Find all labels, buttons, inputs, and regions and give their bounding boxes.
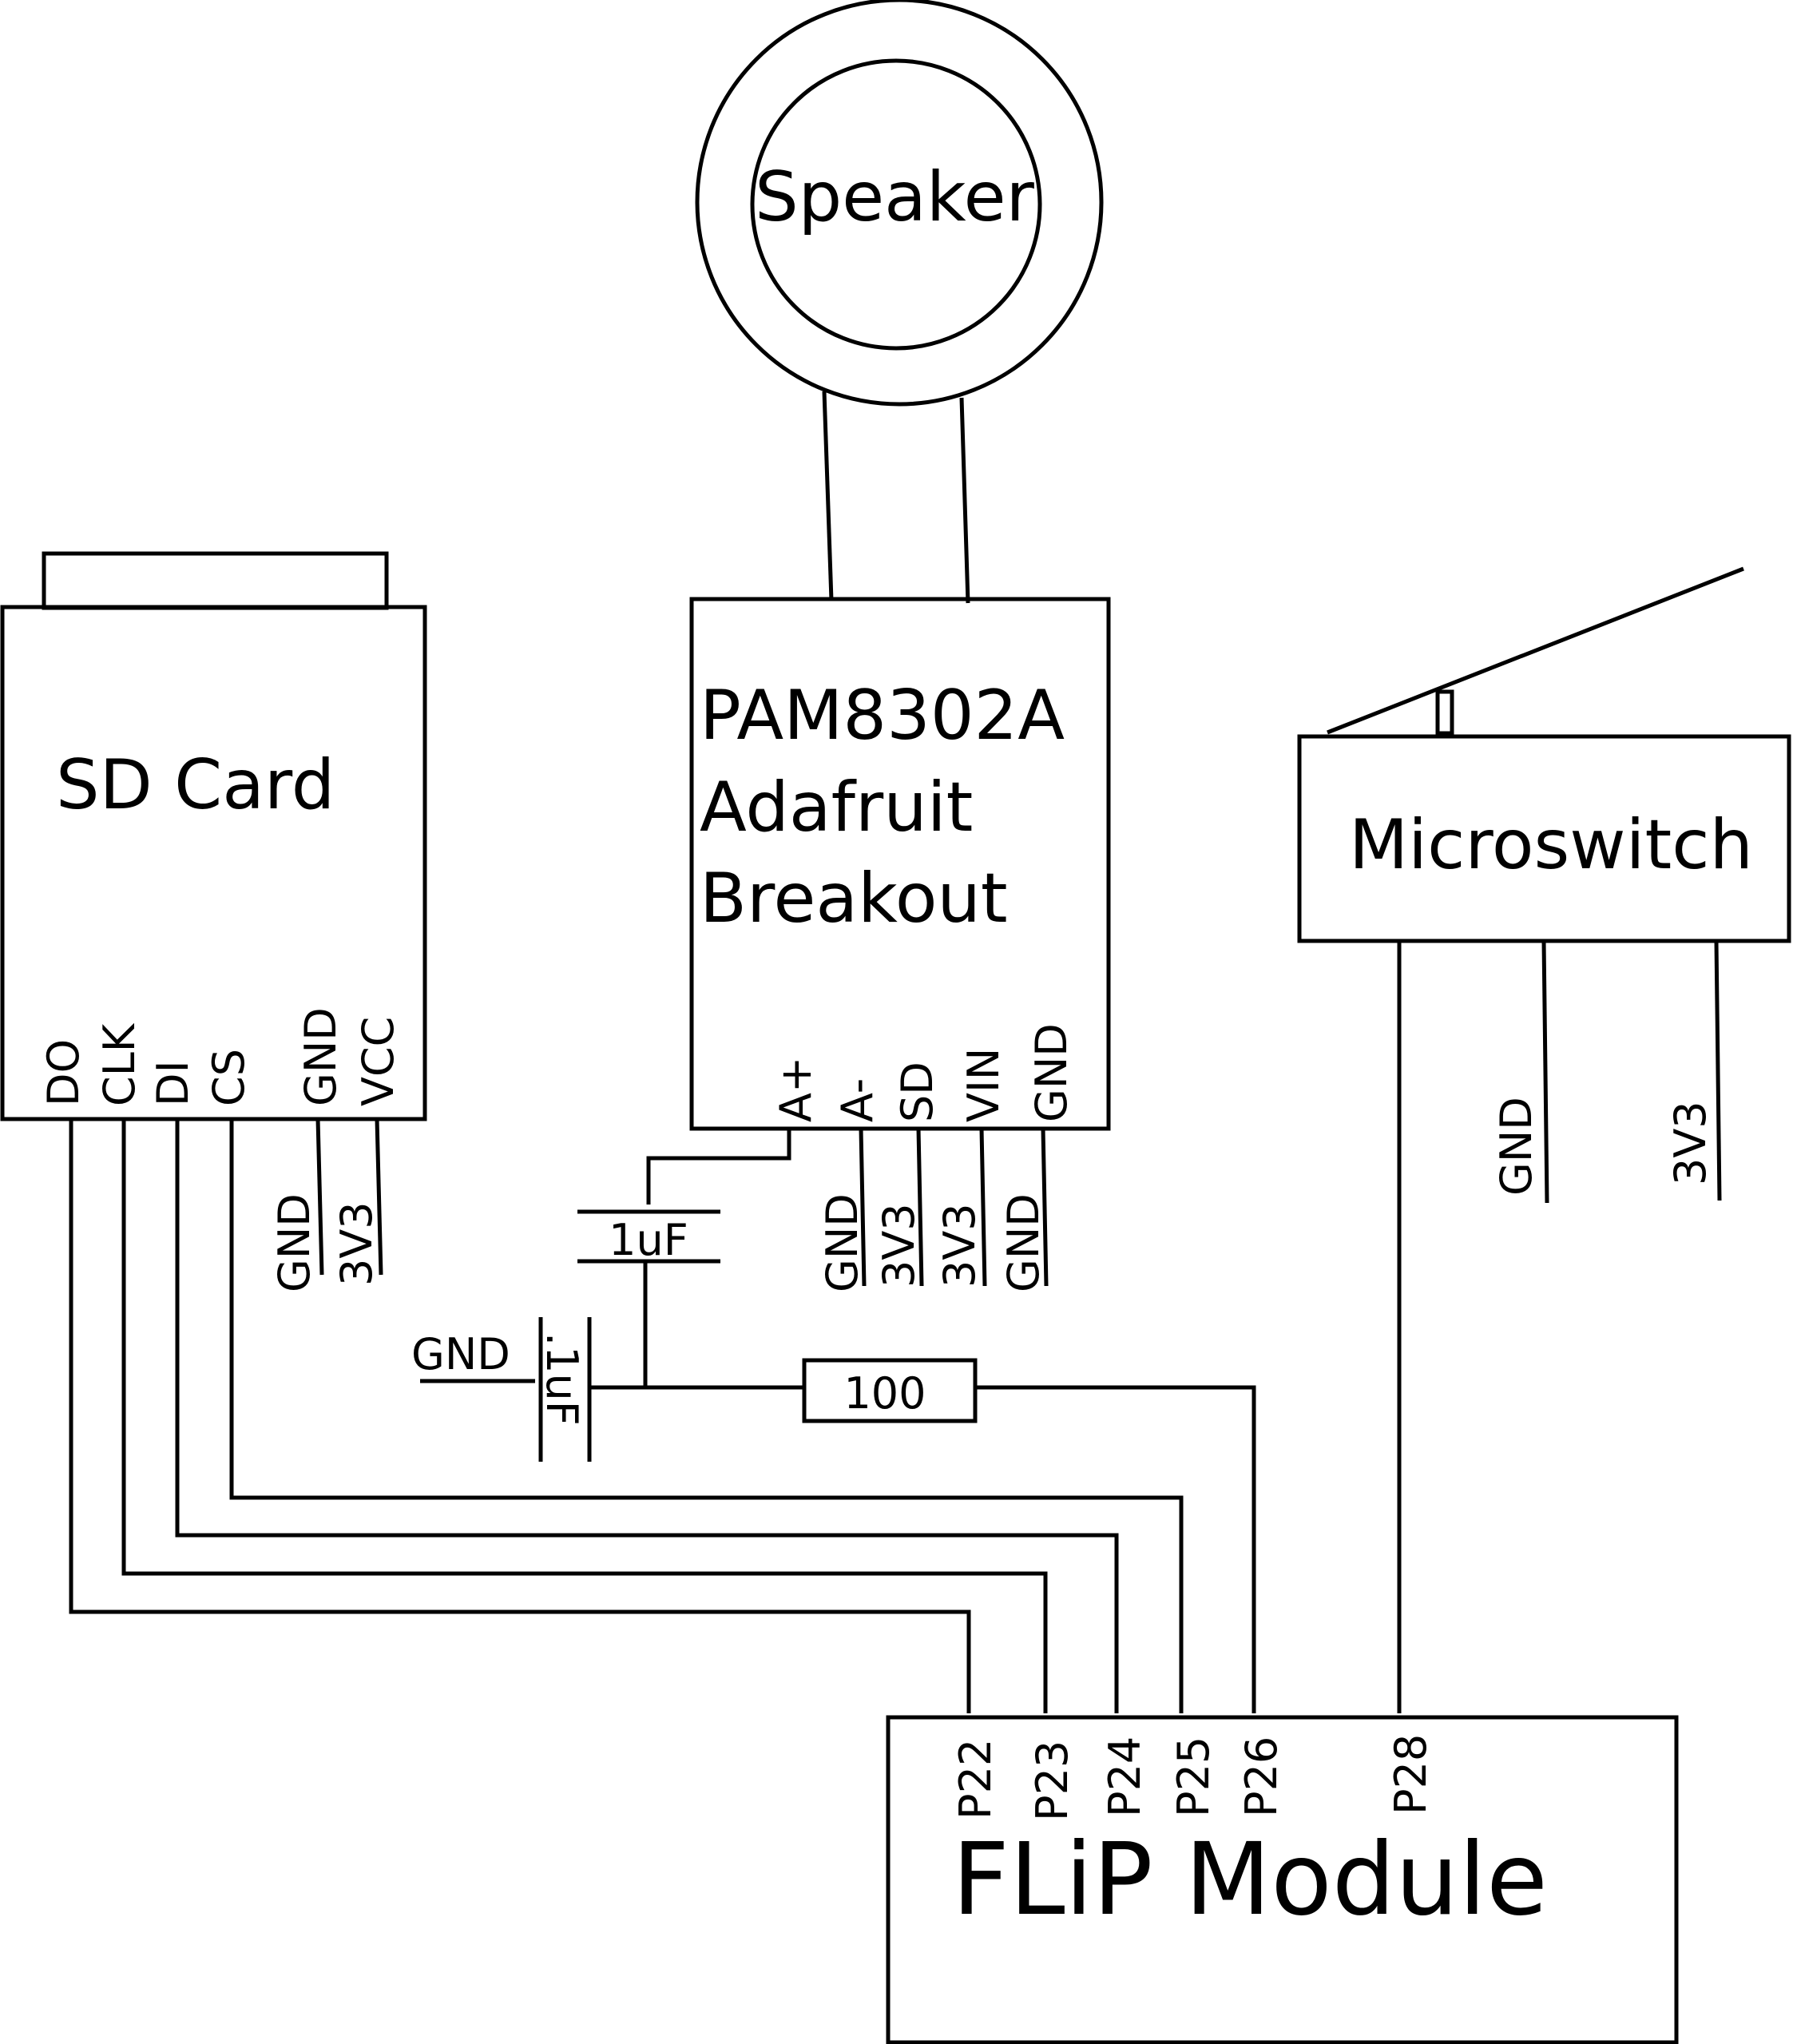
sd-card-body [0,605,427,1121]
resistor-100-body [802,1358,978,1423]
amp-pin-vin: VIN [958,1048,1009,1122]
speaker-wire-1 [822,391,834,601]
amp-label-line-1: PAM8302A [700,676,1065,756]
speaker-wire-2 [959,397,970,604]
flip-pin-p24: P24 [1100,1736,1150,1817]
amp-gnd-supply-label: GND [817,1193,867,1292]
sd-vcc-wire [375,1118,383,1276]
flip-pin-p23: P23 [1027,1740,1077,1821]
amp-pin-sd: SD [892,1062,942,1122]
sd-pin-cs: CS [204,1049,254,1106]
sd-gnd-wire [315,1118,324,1276]
resistor-100-label: 100 [843,1368,926,1419]
amp-pin-gnd: GND [1026,1023,1077,1122]
amp-a-minus-wire [859,1128,867,1287]
sd-pin-vcc: VCC [353,1017,403,1106]
amplifier-breakout: PAM8302A Adafruit Breakout A+ A- SD VIN … [689,597,1111,1292]
microswitch-3v3-label: 3V3 [1665,1101,1716,1185]
microswitch-lever [1327,566,1744,735]
amp-label-line-2: Adafruit [700,768,973,847]
flip-module: P22 P23 P24 P25 P26 P28 FLiP Module [886,1715,1679,2044]
sd-pin-di: DI [148,1060,198,1106]
amp-a-plus-wire [646,1129,791,1205]
flip-pin-p28: P28 [1386,1734,1436,1815]
speaker-outer-ring [695,0,1104,407]
amp-label-line-3: Breakout [700,859,1008,939]
capacitor-1uf: 1uF [577,1129,791,1387]
amp-pin-a-plus: A+ [771,1057,821,1122]
capacitor-01uf: GND .1uF [411,1317,592,1462]
amp-gnd-wire [1041,1128,1049,1287]
flip-pin-p26: P26 [1236,1736,1287,1817]
sd-card-label: SD Card [56,745,335,825]
flip-module-label: FLiP Module [952,1822,1548,1938]
flip-pin-p22: P22 [950,1739,1001,1820]
cs-to-p25-wire [229,1119,1184,1713]
capacitor-01uf-label: .1uF [537,1332,587,1426]
amp-sd-wire [916,1128,924,1287]
speaker-cone [750,58,1042,351]
speaker: Speaker [695,0,1104,604]
sd-card-module: SD Card DO CLK DI CS GND VCC GND 3V3 [0,551,427,1292]
microswitch: Microswitch GND 3V3 [1297,566,1791,1713]
resistor-100: 100 [589,1358,1256,1713]
speaker-label: Speaker [755,157,1034,237]
amp-3v3-supply-label-1: 3V3 [874,1203,924,1288]
microswitch-gnd-wire [1541,940,1549,1204]
microswitch-actuator [1435,689,1454,736]
sd-pin-gnd: GND [296,1007,346,1106]
flip-pin-p25: P25 [1168,1736,1219,1817]
amp-gnd-supply-label-2: GND [998,1193,1049,1292]
sd-pin-do: DO [38,1039,89,1106]
flip-module-body [886,1715,1679,2044]
microswitch-gnd-label: GND [1491,1097,1541,1196]
microswitch-label: Microswitch [1349,805,1753,885]
sd-pin-clk: CLK [94,1022,145,1106]
amp-3v3-supply-label-2: 3V3 [934,1203,985,1288]
capacitor-1uf-label: 1uF [609,1215,688,1265]
amp-vin-wire [979,1128,987,1287]
clk-to-p23-wire [121,1119,1048,1713]
sd-to-flip-bus [69,1119,1184,1713]
sd-gnd-supply-label: GND [269,1193,319,1292]
microswitch-3v3-wire [1714,940,1722,1201]
resistor-to-p26-wire [975,1385,1256,1713]
amp-pin-a-minus: A- [832,1078,883,1122]
amp-body [689,597,1111,1131]
di-to-p24-wire [175,1119,1119,1713]
sd-card-tab [42,551,389,610]
capacitor-01uf-ground-label: GND [411,1329,510,1379]
do-to-p22-wire [69,1119,971,1713]
sd-3v3-supply-label: 3V3 [331,1201,382,1286]
